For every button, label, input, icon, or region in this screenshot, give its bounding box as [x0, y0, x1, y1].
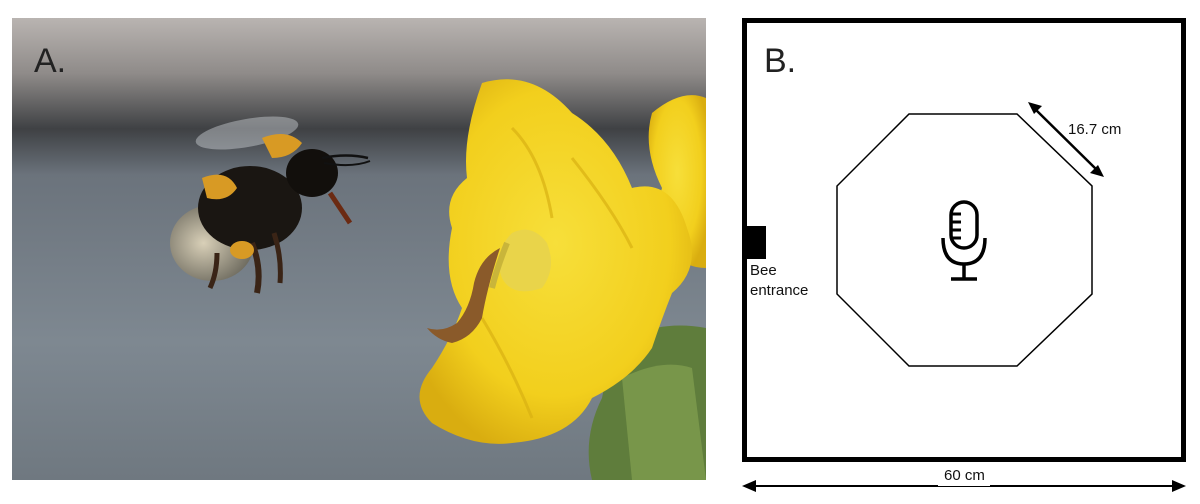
width-dimension: 60 cm [742, 467, 1186, 498]
arena-diagram: B. 16.7 cm Bee entrance [742, 18, 1186, 462]
flower [419, 79, 692, 444]
bumblebee [170, 116, 371, 294]
side-length-arrow [1028, 102, 1104, 177]
microphone-icon [941, 200, 987, 281]
side-length-label: 16.7 cm [1068, 121, 1122, 138]
arena-box [742, 18, 1186, 462]
entrance-label-line1: Bee [750, 262, 777, 279]
entrance-label: Bee entrance [750, 261, 808, 301]
width-arrow-svg [742, 474, 1186, 492]
photo-panel: A. [12, 18, 706, 480]
panel-a-label: A. [34, 42, 67, 80]
octagon-arena [836, 113, 1093, 367]
arena-svg [742, 18, 1186, 462]
bee-entrance-marker [747, 226, 766, 259]
panel-b-label: B. [764, 42, 797, 80]
bee-flower-photo [12, 18, 706, 480]
entrance-label-line2: entrance [750, 282, 809, 299]
width-label: 60 cm [944, 467, 985, 484]
